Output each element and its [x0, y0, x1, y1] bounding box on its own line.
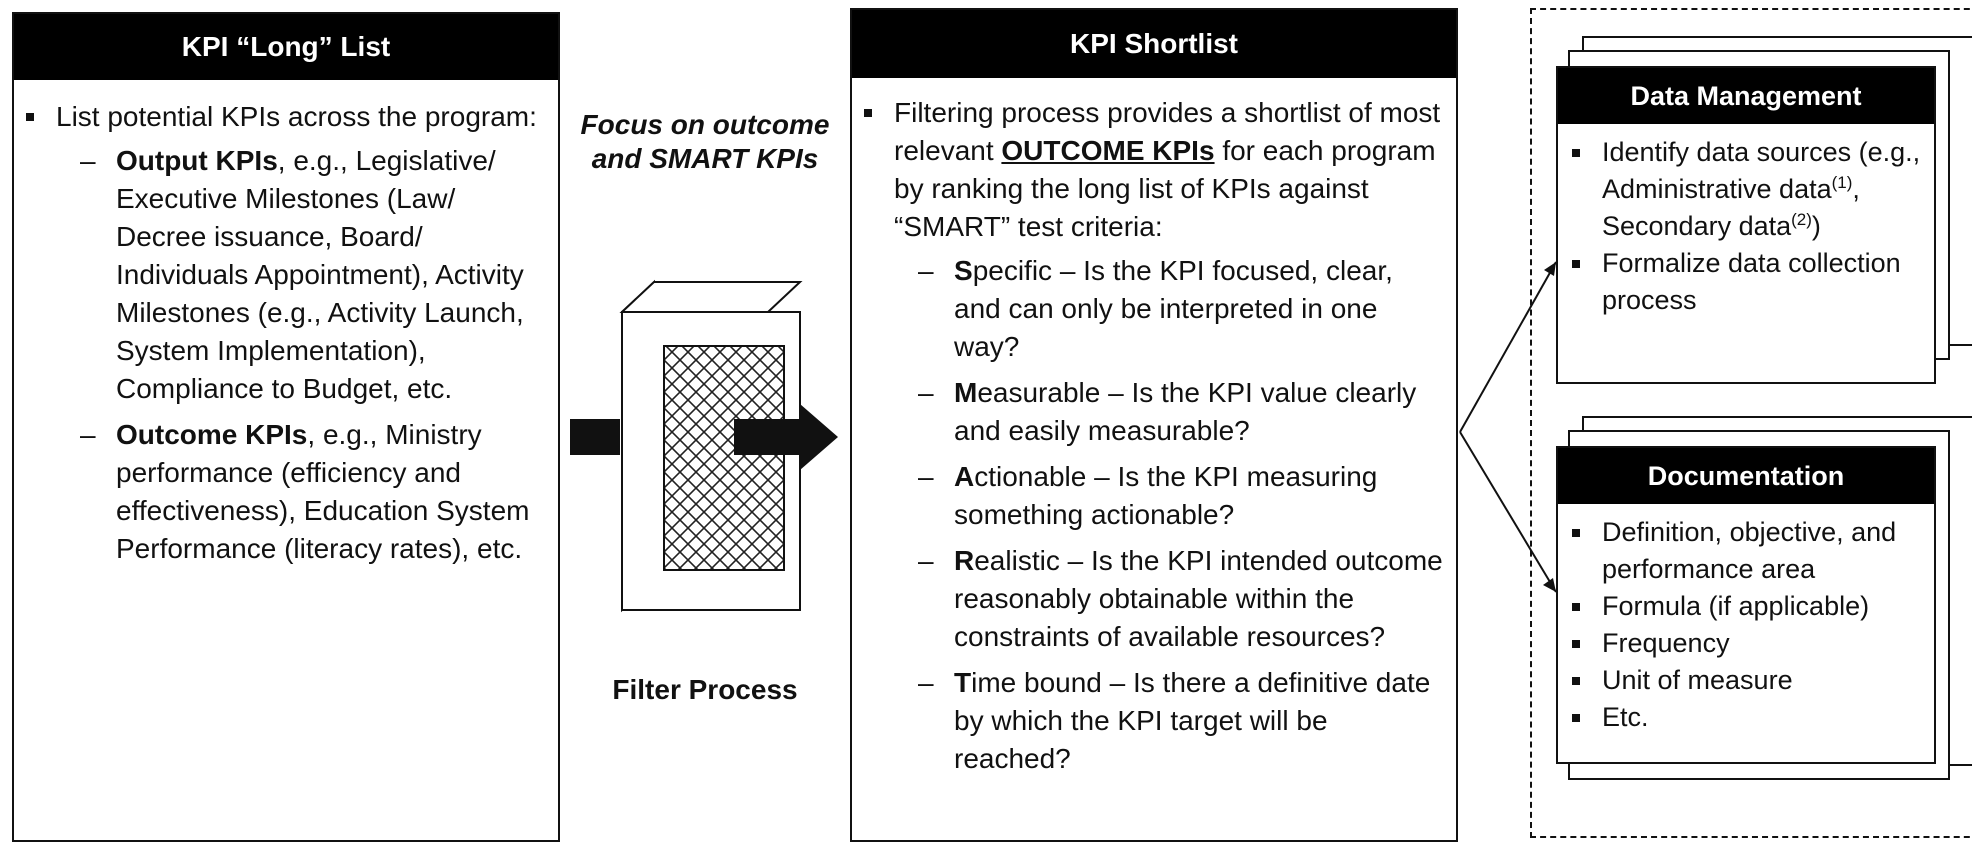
criterion-letter: R	[954, 545, 975, 576]
filter-focus-label: Focus on outcome and SMART KPIs	[580, 109, 830, 174]
input-arrow-icon	[570, 419, 620, 455]
criterion-letter: A	[954, 461, 975, 492]
data-sources-close: )	[1811, 211, 1821, 241]
criterion-time-bound: Time bound – Is there a definitive date …	[894, 664, 1444, 778]
shortlist-intro-item: Filtering process provides a shortlist o…	[852, 94, 1444, 778]
secondary-data-text: , Secondary data	[1602, 174, 1860, 241]
kpi-shortlist-title: KPI Shortlist	[852, 10, 1456, 78]
doc-item-definition: Definition, objective, and performance a…	[1558, 514, 1934, 588]
filter-frame-side	[621, 279, 655, 613]
shortlist-intro-emphasis: OUTCOME KPIs	[1001, 135, 1215, 166]
doc-item-unit: Unit of measure	[1558, 662, 1934, 699]
kpi-long-list-title: KPI “Long” List	[14, 14, 558, 80]
kpi-shortlist-panel: KPI Shortlist Filtering process provides…	[850, 8, 1458, 842]
output-kpis-label: Output KPIs	[116, 145, 278, 176]
outcome-kpis-text: , e.g., Ministry performance (efficiency…	[116, 419, 530, 564]
criterion-specific: Specific – Is the KPI focused, clear, an…	[894, 252, 1444, 366]
doc-item-etc: Etc.	[1558, 699, 1934, 736]
long-list-intro: List potential KPIs across the program:	[56, 101, 537, 132]
shortlist-bullets: Filtering process provides a shortlist o…	[852, 78, 1456, 778]
criterion-letter: M	[954, 377, 978, 408]
criterion-text: ealistic – Is the KPI intended outcome r…	[954, 545, 1443, 652]
kpi-long-list-panel: KPI “Long” List List potential KPIs acro…	[12, 12, 560, 842]
smart-criteria-list: Specific – Is the KPI focused, clear, an…	[894, 252, 1444, 778]
shortlist-intro-before: Filtering process provides a shortlist o…	[894, 97, 1441, 166]
filter-frame-front	[621, 311, 801, 611]
documentation-card: Documentation Definition, objective, and…	[1556, 446, 1936, 764]
criterion-realistic: Realistic – Is the KPI intended outcome …	[894, 542, 1444, 656]
data-sources-item: Identify data sources (e.g., Administrat…	[1558, 134, 1934, 245]
criterion-text: easurable – Is the KPI value clearly and…	[954, 377, 1417, 446]
documentation-list: Definition, objective, and performance a…	[1558, 504, 1934, 736]
criterion-text: ime bound – Is there a definitive date b…	[954, 667, 1431, 774]
shortlist-intro-after: for each program by ranking the long lis…	[894, 135, 1436, 242]
filter-process-label: Filter Process	[612, 674, 798, 705]
documentation-title: Documentation	[1558, 448, 1934, 504]
filter-frame-top	[619, 281, 803, 313]
formalize-item: Formalize data collection process	[1558, 245, 1934, 319]
footnote-2-ref: (2)	[1791, 210, 1812, 229]
data-management-list: Identify data sources (e.g., Administrat…	[1558, 124, 1934, 319]
criterion-text: pecific – Is the KPI focused, clear, and…	[954, 255, 1393, 362]
data-management-title: Data Management	[1558, 68, 1934, 124]
data-management-card: Data Management Identify data sources (e…	[1556, 66, 1936, 384]
long-list-subitems: Output KPIs, e.g., Legislative/ Executiv…	[56, 142, 546, 568]
outcome-kpis-label: Outcome KPIs	[116, 419, 308, 450]
criterion-measurable: Measurable – Is the KPI value clearly an…	[894, 374, 1444, 450]
output-kpis-text: , e.g., Legislative/ Executive Milestone…	[116, 145, 524, 404]
filter-mesh	[663, 345, 785, 571]
long-list-bullets: List potential KPIs across the program: …	[14, 80, 558, 568]
output-kpis-item: Output KPIs, e.g., Legislative/ Executiv…	[56, 142, 546, 408]
long-list-intro-item: List potential KPIs across the program: …	[14, 98, 546, 568]
doc-item-formula: Formula (if applicable)	[1558, 588, 1934, 625]
doc-item-frequency: Frequency	[1558, 625, 1934, 662]
criterion-letter: T	[954, 667, 972, 698]
output-arrow-icon	[734, 404, 838, 470]
criterion-text: ctionable – Is the KPI measuring somethi…	[954, 461, 1378, 530]
footnote-1-ref: (1)	[1831, 173, 1853, 192]
outcome-kpis-item: Outcome KPIs, e.g., Ministry performance…	[56, 416, 546, 568]
data-sources-text: Identify data sources (e.g., Administrat…	[1602, 137, 1921, 204]
criterion-actionable: Actionable – Is the KPI measuring someth…	[894, 458, 1444, 534]
criterion-letter: S	[954, 255, 973, 286]
